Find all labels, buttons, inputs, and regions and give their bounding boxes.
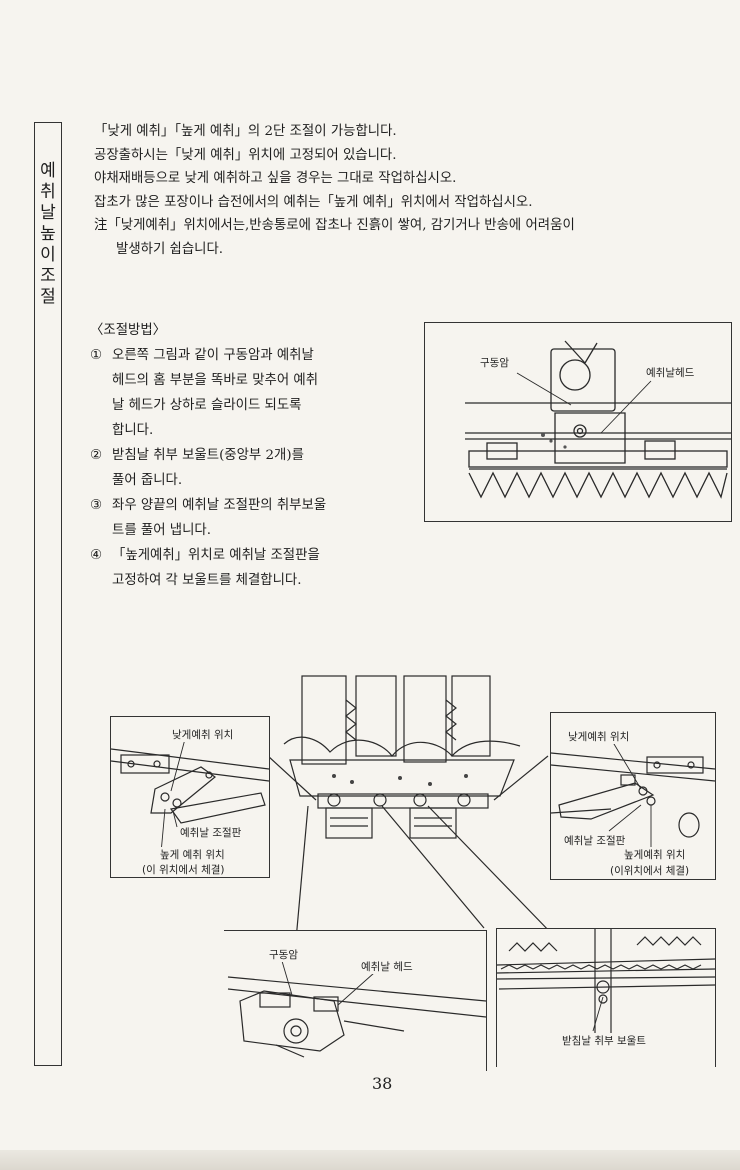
note-line: 注「낮게예취」위치에서는,반송통로에 잡초나 진흙이 쌓여, 감기거나 반송에 … xyxy=(94,218,575,233)
inset-bottom-right-bolt: 받침날 취부 보울트 xyxy=(496,928,716,1067)
label-adjust-plate: 예취날 조절판 xyxy=(179,825,243,840)
step-text: 합니다. xyxy=(112,423,154,438)
label-low-position: 낮게예취 위치 xyxy=(171,727,235,742)
label-adjust-plate: 예취날 조절판 xyxy=(563,833,627,848)
step-text: 「높게예취」위치로 예취날 조절판을 xyxy=(112,548,320,563)
intro-line: 잡초가 많은 포장이나 습전에서의 예취는「높게 예취」위치에서 작업하십시오. xyxy=(94,194,533,210)
intro-line: 공장출하시는「낮게 예취」위치에 고정되어 있습니다. xyxy=(94,147,397,163)
label-blade-head: 예취날 헤드 xyxy=(360,959,414,974)
inset-right-low-high: 낮게예취 위치 예취날 조절판 높게예취 위치 (이위치에서 체결) xyxy=(550,712,716,880)
intro-text: 「낮게 예취」「높게 예취」의 2단 조절이 가능합니다. 공장출하시는「낮게 … xyxy=(94,120,714,261)
method-step: ② 받침날 취부 보울트(중앙부 2개)를 풀어 줍니다. xyxy=(90,443,390,493)
method-step: ① 오른쪽 그림과 같이 구동암과 예취날 헤드의 홈 부분을 똑바로 맞추어 예… xyxy=(90,343,390,443)
inset-right-drawing xyxy=(551,738,715,851)
figure-arm-head-drawing xyxy=(465,340,731,499)
label-high-position: 높게예취 위치 xyxy=(623,847,687,862)
inset-bottom-right-drawing xyxy=(497,929,715,1041)
label-fasten-note: (이 위치에서 체결) xyxy=(141,862,226,877)
method-step: ③ 좌우 양끝의 예취날 조절판의 취부보울 트를 풀어 냅니다. xyxy=(90,493,390,543)
inset-left-low-high: 낮게예취 위치 예취날 조절판 높게 예취 위치 (이 위치에서 체결) xyxy=(110,716,270,878)
method-heading: 〈조절방법〉 xyxy=(90,323,167,338)
label-blade-head: 예취날헤드 xyxy=(645,365,696,380)
label-low-position: 낮게예취 위치 xyxy=(567,729,631,744)
inset-bottom-left-arm: 구동암 예취날 헤드 xyxy=(224,930,487,1071)
step-number: ② xyxy=(90,448,103,463)
step-number: ④ xyxy=(90,548,103,563)
side-tab: 예취날 높이 조절 xyxy=(34,122,62,1066)
inset-left-drawing xyxy=(111,738,269,854)
step-text: 트를 풀어 냅니다. xyxy=(112,523,212,538)
step-text: 고정하여 각 보울트를 체결합니다. xyxy=(112,573,302,588)
step-text: 풀어 줍니다. xyxy=(112,473,183,488)
step-number: ③ xyxy=(90,498,103,513)
step-text: 오른쪽 그림과 같이 구동암과 예취날 xyxy=(112,348,314,363)
page-number: 38 xyxy=(372,1074,393,1093)
label-bolt: 받침날 취부 보울트 xyxy=(561,1033,647,1048)
method-section: 〈조절방법〉 ① 오른쪽 그림과 같이 구동암과 예취날 헤드의 홈 부분을 똑바… xyxy=(90,318,390,593)
inset-bottom-left-drawing xyxy=(227,960,486,1058)
label-fasten-note: (이위치에서 체결) xyxy=(609,863,691,878)
step-text: 좌우 양끝의 예취날 조절판의 취부보울 xyxy=(112,498,327,513)
label-drive-arm: 구동암 xyxy=(479,355,510,370)
side-tab-title: 예취날 높이 조절 xyxy=(40,161,62,307)
method-step: ④ 「높게예취」위치로 예취날 조절판을 고정하여 각 보울트를 체결합니다. xyxy=(90,543,390,593)
note-line: 발생하기 쉽습니다. xyxy=(116,241,224,257)
intro-line: 「낮게 예취」「높게 예취」의 2단 조절이 가능합니다. xyxy=(94,124,397,139)
step-text: 헤드의 홈 부분을 똑바로 맞추어 예취 xyxy=(112,373,319,388)
step-number: ① xyxy=(90,348,103,363)
intro-line: 야채재배등으로 낮게 예취하고 싶을 경우는 그대로 작업하십시오. xyxy=(94,171,457,186)
step-text: 날 헤드가 상하로 슬라이드 되도록 xyxy=(112,398,302,413)
scan-edge xyxy=(0,1150,740,1170)
step-text: 받침날 취부 보울트(중앙부 2개)를 xyxy=(112,448,304,463)
figure-arm-head: 구동암 예취날헤드 xyxy=(424,322,732,522)
label-drive-arm: 구동암 xyxy=(268,947,299,962)
label-high-position: 높게 예취 위치 xyxy=(159,847,226,862)
